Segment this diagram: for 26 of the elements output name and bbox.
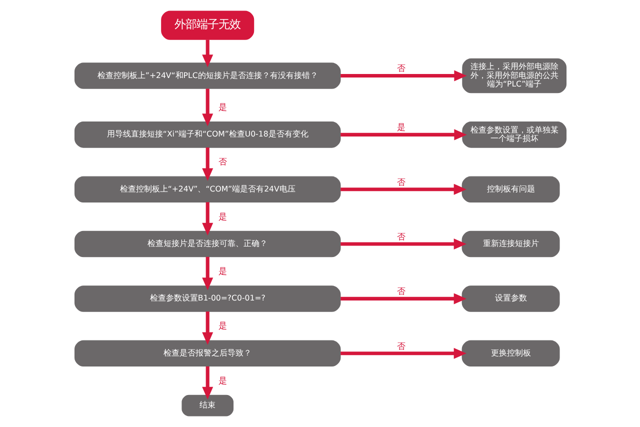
arrow: [340, 70, 466, 82]
arrow: [340, 293, 466, 304]
edge-label: 否: [396, 287, 406, 298]
arrow: [340, 129, 466, 140]
edge-label: 是: [218, 102, 228, 113]
edge-label: 是: [218, 322, 228, 332]
arrow: [340, 238, 466, 250]
arrow: [202, 88, 213, 126]
arrow: [202, 366, 213, 400]
arrow: [340, 348, 466, 359]
node-box: 外部端子无效: [160, 10, 254, 40]
edge-label: 否: [396, 178, 406, 188]
arrow: [202, 40, 213, 68]
arrow: [202, 202, 213, 236]
arrow: [340, 184, 466, 195]
edge-label: 是: [218, 212, 228, 222]
edge-label: 否: [396, 232, 406, 242]
arrow: [202, 256, 213, 290]
arrow: [202, 147, 213, 181]
edge-label: 是: [396, 123, 406, 134]
edge-label: 否: [396, 342, 406, 352]
edge-label: 否: [396, 64, 406, 74]
edge-label: 是: [218, 266, 228, 277]
arrow: [202, 312, 213, 345]
edge-label: 是: [218, 376, 228, 386]
edge-label: 否: [218, 158, 228, 168]
